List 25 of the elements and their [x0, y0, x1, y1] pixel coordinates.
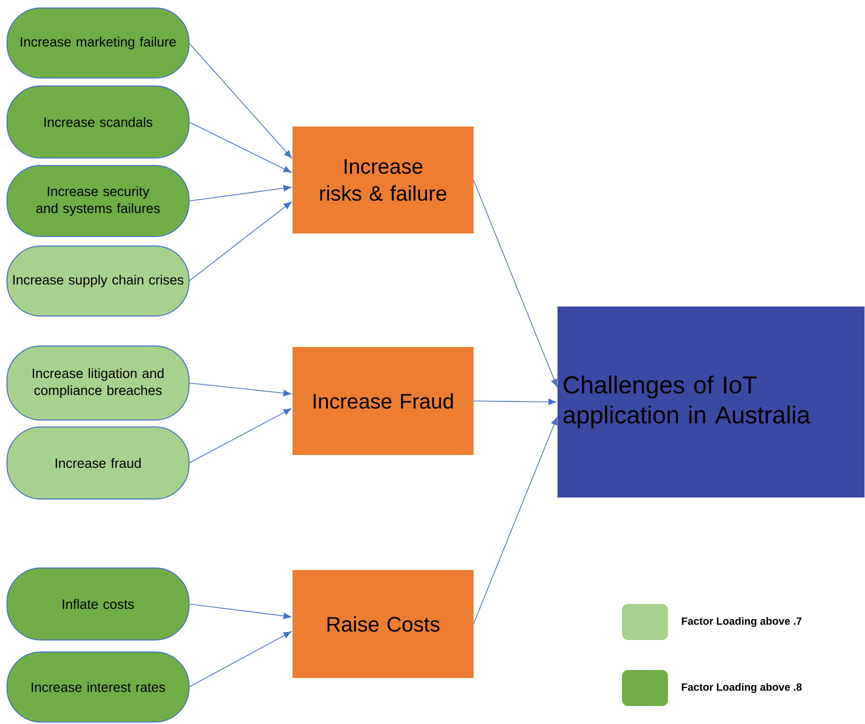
- arrow: [473, 398, 556, 406]
- arrow: [188, 408, 292, 464]
- arrow: [473, 180, 558, 387]
- legend-text: Factor Loading above .8: [682, 683, 802, 693]
- factor-pill: Increase litigation and compliance breaches: [6, 346, 190, 420]
- factor-pill: Increase fraud: [6, 426, 190, 500]
- legend-text: Factor Loading above .7: [682, 617, 802, 627]
- arrow: [188, 604, 292, 620]
- category-box: Increase risks & failure: [292, 126, 474, 234]
- category-box: Increase Fraud: [292, 347, 474, 455]
- category-box: Raise Costs: [292, 570, 474, 678]
- factor-pill: Increase security and systems failures: [6, 165, 190, 237]
- arrow: [188, 202, 292, 282]
- arrow: [188, 631, 292, 688]
- arrow: [188, 122, 292, 173]
- arrow: [188, 42, 292, 158]
- arrow: [188, 185, 292, 202]
- arrow: [473, 417, 558, 624]
- factor-pill: Increase scandals: [6, 86, 190, 158]
- arrow: [188, 382, 292, 396]
- factor-pill: Inflate costs: [6, 568, 190, 640]
- factor-pill: Increase interest rates: [6, 652, 190, 722]
- factor-pill: Increase marketing failure: [6, 8, 190, 78]
- outcome-box: Challenges of IoT application in Australia: [558, 306, 864, 498]
- factor-pill: Increase supply chain crises: [6, 246, 190, 316]
